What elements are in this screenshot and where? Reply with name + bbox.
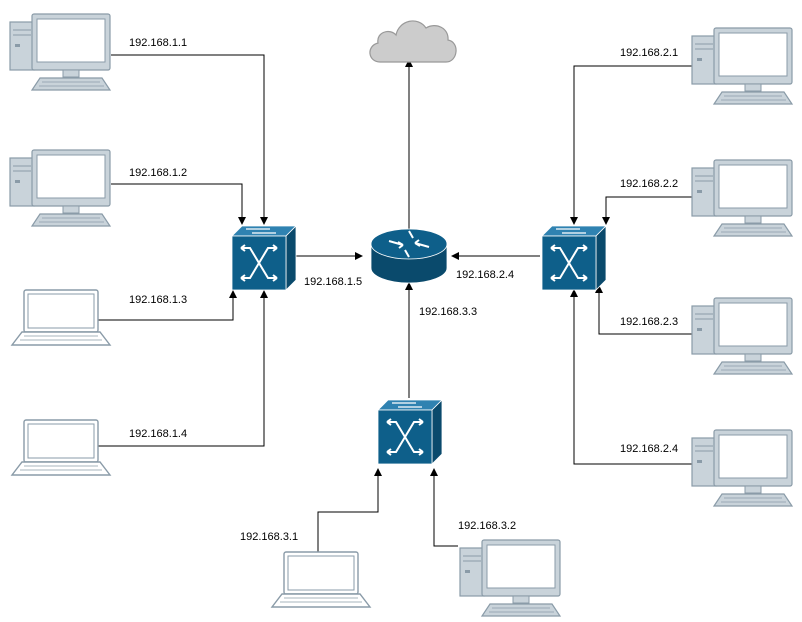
laptop-icon [11, 289, 111, 346]
link-pc-2-3-to-switch-2 [595, 285, 692, 335]
link-laptop-1-3-to-switch-1 [98, 290, 237, 321]
router-icon [370, 228, 448, 284]
desktop-computer-icon [459, 539, 561, 617]
ip-label-laptop-1-4: 192.168.1.4 [129, 428, 187, 440]
ip-label-router-1-5: 192.168.1.5 [304, 276, 362, 288]
ip-label-laptop-3-1: 192.168.3.1 [240, 531, 298, 543]
ip-label-router-2-4: 192.168.2.4 [456, 269, 514, 281]
switch-icon [541, 225, 607, 291]
cloud-icon [369, 20, 457, 63]
ip-label-pc-2-1: 192.168.2.1 [620, 47, 678, 59]
link-laptop-1-4-to-switch-1 [98, 290, 268, 447]
link-laptop-3-1-to-switch-3 [317, 468, 382, 552]
desktop-computer-icon [9, 13, 111, 91]
desktop-computer-icon [691, 159, 793, 237]
desktop-computer-icon [9, 149, 111, 227]
desktop-computer-icon [691, 27, 793, 105]
ip-label-pc-1-2: 192.168.1.2 [129, 167, 187, 179]
link-pc-2-4-to-switch-2 [570, 289, 692, 465]
desktop-computer-icon [691, 429, 793, 507]
ip-label-laptop-1-3: 192.168.1.3 [129, 294, 187, 306]
ip-label-pc-2-2: 192.168.2.2 [620, 178, 678, 190]
desktop-computer-icon [691, 297, 793, 375]
link-pc-3-2-to-switch-3 [430, 468, 458, 547]
ip-label-pc-2-3: 192.168.2.3 [620, 316, 678, 328]
ip-label-pc-2-4: 192.168.2.4 [620, 443, 678, 455]
ip-label-pc-1-1: 192.168.1.1 [129, 37, 187, 49]
laptop-icon [271, 551, 371, 608]
ip-label-pc-3-2: 192.168.3.2 [458, 520, 516, 532]
link-pc-2-1-to-switch-2 [570, 65, 692, 225]
switch-icon [231, 225, 297, 291]
switch-icon [377, 399, 443, 465]
link-pc-1-1-to-switch-1 [111, 54, 268, 225]
link-pc-2-2-to-switch-2 [602, 196, 692, 225]
link-pc-1-2-to-switch-1 [111, 183, 246, 225]
laptop-icon [11, 419, 111, 476]
ip-label-router-3-3: 192.168.3.3 [419, 306, 477, 318]
connection-lines [98, 54, 692, 552]
